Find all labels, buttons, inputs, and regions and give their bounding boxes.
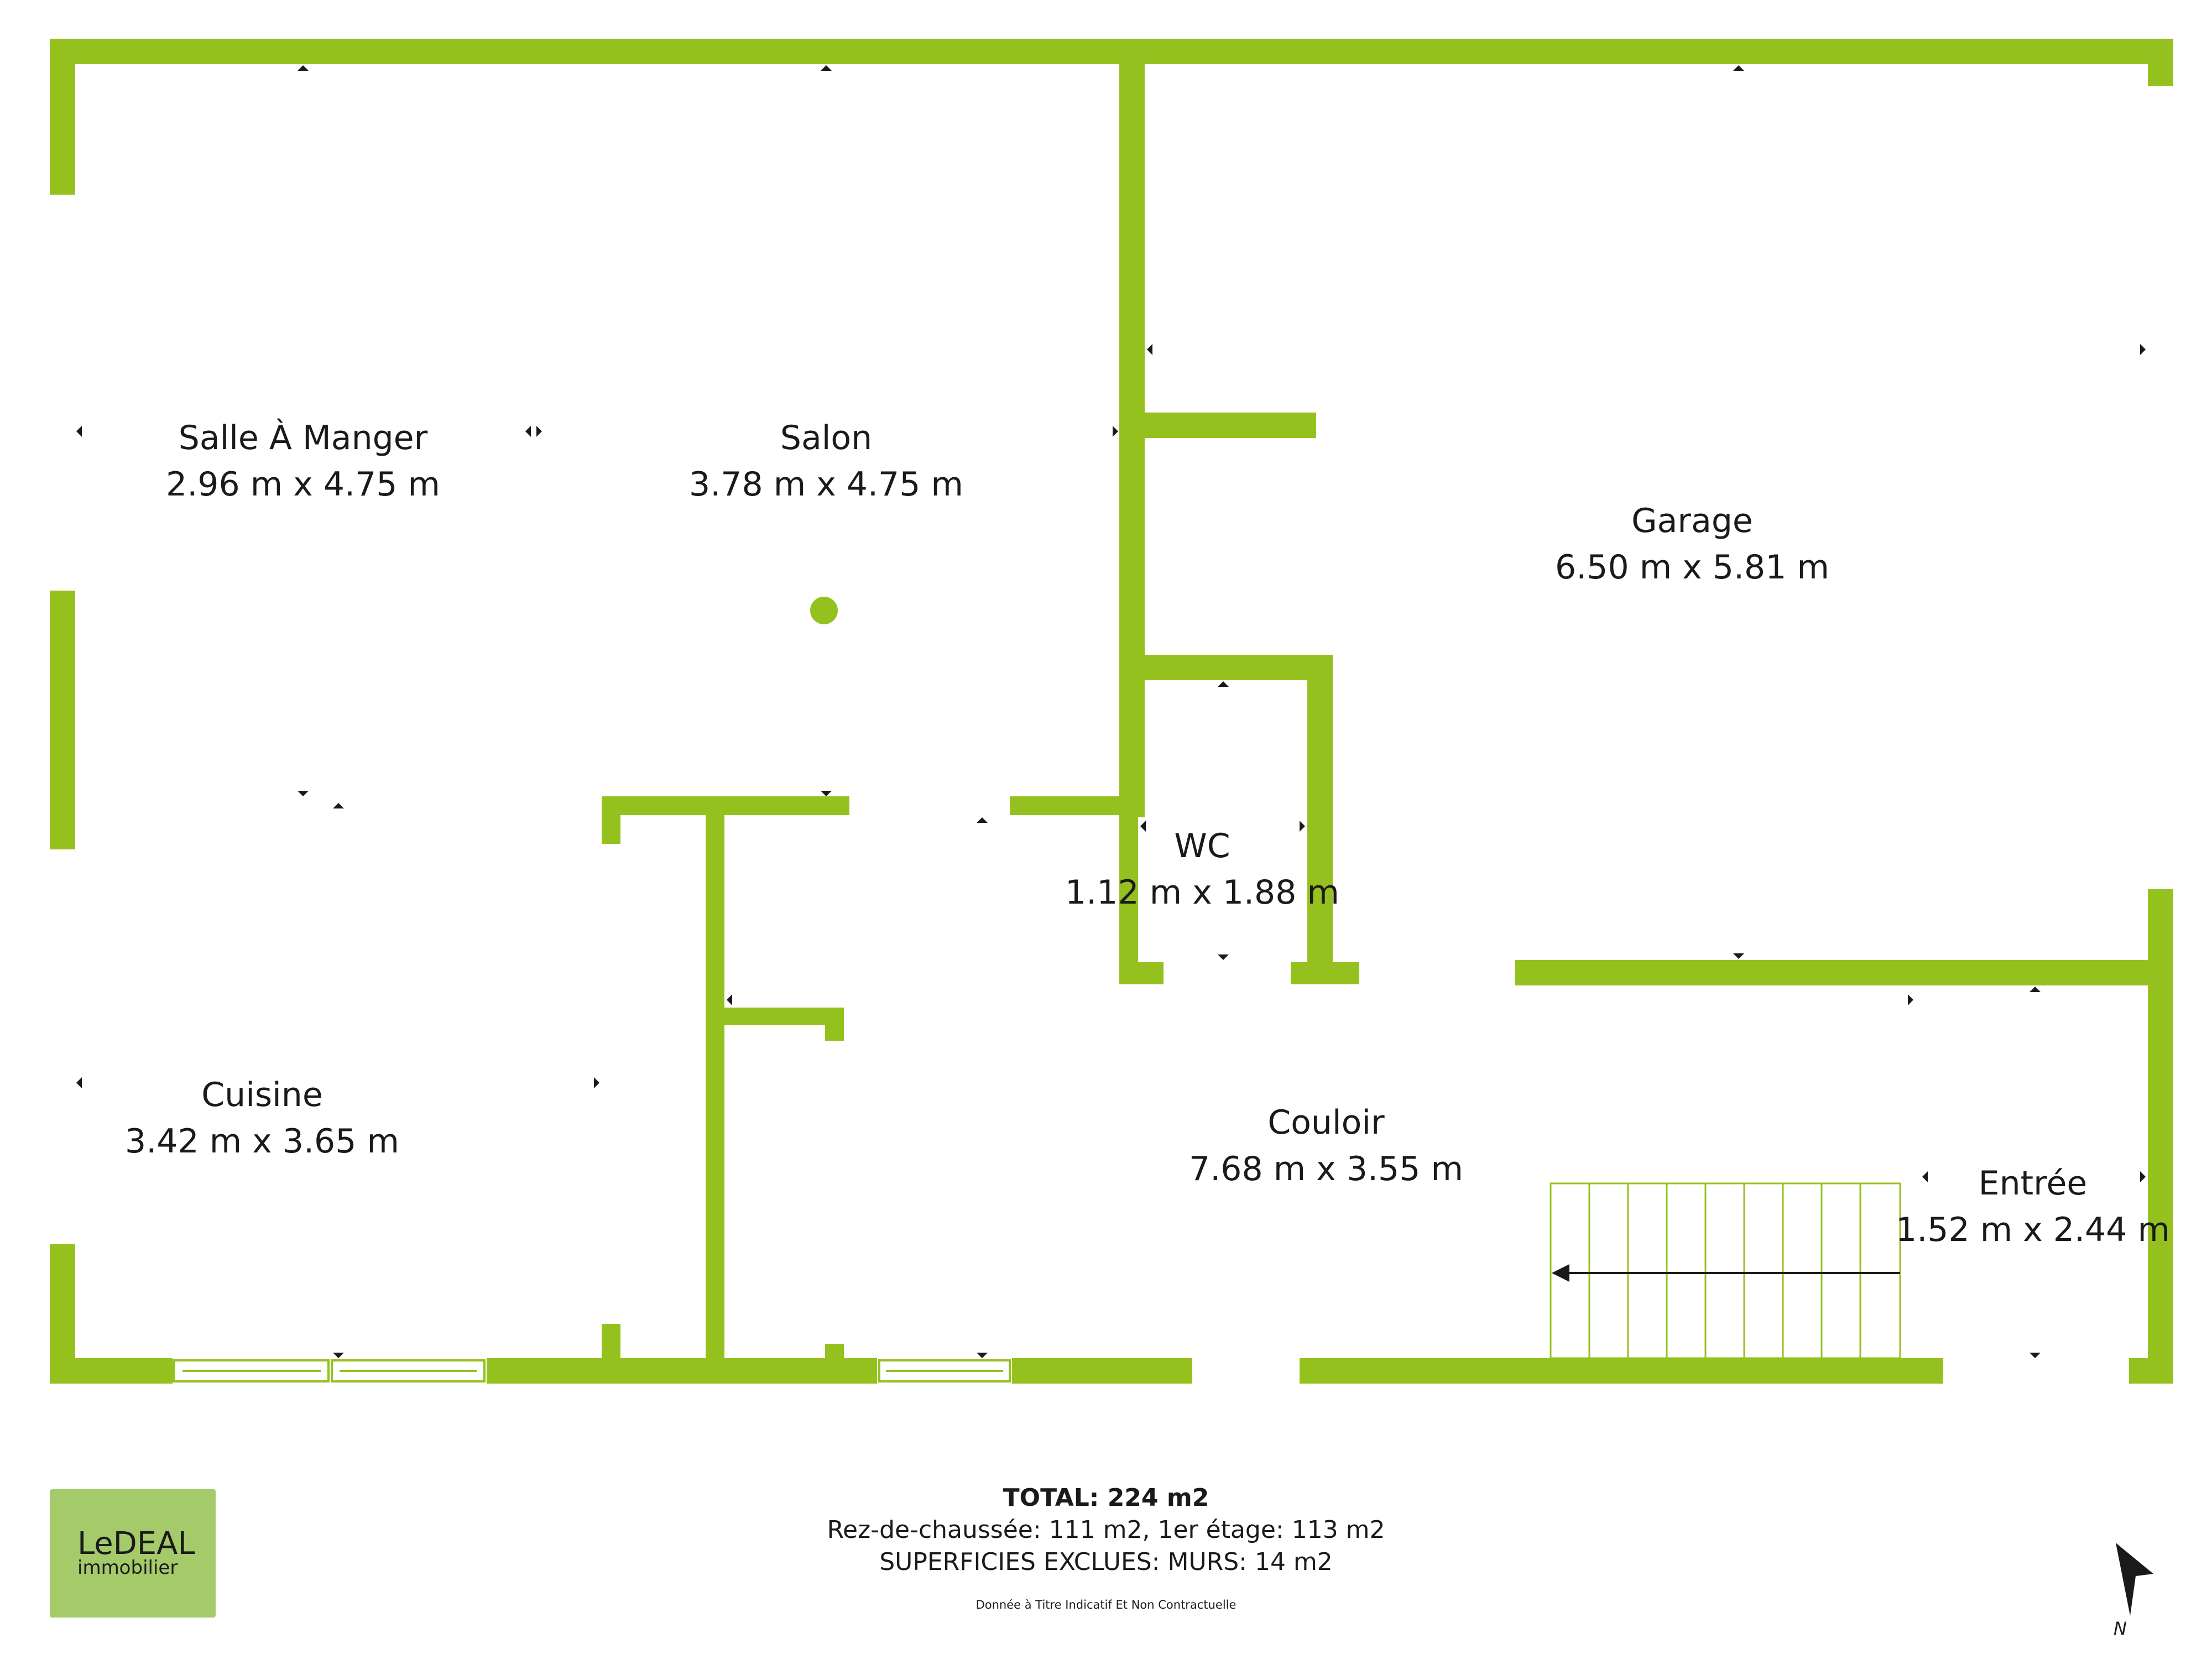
wall-cuisine-right-1: [602, 796, 620, 844]
room-name-wc: WC: [1174, 827, 1230, 865]
wall-bottom-3: [1012, 1358, 1192, 1384]
room-dims-entree: 1.52 m x 2.44 m: [1896, 1211, 2170, 1249]
walls: [50, 39, 2173, 1384]
wall-bottom-5: [2129, 1358, 2173, 1384]
staircase: [1550, 1182, 1901, 1359]
room-name-entree: Entrée: [1979, 1164, 2088, 1203]
window-cuisine-2: [331, 1359, 486, 1383]
disclaimer: Donnée à Titre Indicatif Et Non Contract…: [975, 1598, 1237, 1611]
wall-salon-bottom-1: [602, 796, 849, 815]
windows: [173, 1359, 1011, 1383]
room-dims-salon: 3.78 m x 4.75 m: [689, 465, 963, 504]
wall-wc-right: [1307, 655, 1333, 984]
wall-closet-right-2: [825, 1344, 844, 1383]
wall-garage-stub: [1119, 413, 1316, 438]
total-area: TOTAL: 224 m2: [1003, 1484, 1209, 1512]
area-summary: TOTAL: 224 m2 Rez-de-chaussée: 111 m2, 1…: [0, 1482, 2212, 1611]
wall-bottom-4: [1300, 1358, 1943, 1384]
room-dims-couloir: 7.68 m x 3.55 m: [1189, 1150, 1463, 1188]
wall-wc-bottom-1: [1119, 962, 1164, 984]
wall-bottom-2: [487, 1358, 877, 1384]
wall-wc-left: [1119, 655, 1138, 984]
dimension-markers: [76, 65, 2146, 1358]
logo: LeDEAL immobilier: [50, 1489, 216, 1618]
stair-arrow-icon: [1552, 1264, 1900, 1282]
wall-left-1: [50, 39, 75, 195]
window-cuisine-1: [173, 1359, 330, 1383]
room-dims-garage: 6.50 m x 5.81 m: [1555, 548, 1829, 587]
room-dims-salle-a-manger: 2.96 m x 4.75 m: [166, 465, 440, 504]
room-name-cuisine: Cuisine: [201, 1076, 322, 1114]
excluded-areas: SUPERFICIES EXCLUES: MURS: 14 m2: [879, 1548, 1333, 1576]
wall-closet-divider: [706, 807, 724, 1383]
compass: N: [2101, 1537, 2168, 1639]
room-name-garage: Garage: [1631, 502, 1753, 540]
wall-right-1: [2148, 39, 2173, 86]
column-marker: [810, 597, 838, 624]
wall-closet-shelf: [706, 1008, 844, 1025]
room-name-couloir: Couloir: [1267, 1103, 1385, 1142]
wall-cuisine-right-2: [602, 1324, 620, 1384]
wall-closet-right-1: [825, 1008, 844, 1041]
logo-sub: immobilier: [77, 1557, 178, 1579]
compass-label: N: [2114, 1618, 2127, 1639]
room-name-salle-a-manger: Salle À Manger: [179, 418, 428, 457]
room-dims-cuisine: 3.42 m x 3.65 m: [125, 1122, 399, 1161]
window-couloir: [878, 1359, 1011, 1383]
logo-brand: LeDEAL: [77, 1526, 195, 1562]
room-dims-wc: 1.12 m x 1.88 m: [1065, 873, 1339, 912]
wall-top: [50, 39, 2173, 64]
floor-areas: Rez-de-chaussée: 111 m2, 1er étage: 113 …: [827, 1516, 1385, 1544]
wall-garage-bottom: [1515, 960, 2173, 985]
wall-salon-bottom-2: [1010, 796, 1131, 815]
wall-left-2: [50, 591, 75, 849]
wall-wc-top: [1119, 655, 1333, 680]
wall-wc-bottom-2: [1291, 962, 1359, 984]
room-labels: Salle À Manger 2.96 m x 4.75 m Salon 3.7…: [125, 418, 2170, 1249]
wall-bottom-1: [50, 1358, 173, 1384]
north-arrow-icon: [2116, 1543, 2153, 1616]
room-name-salon: Salon: [780, 419, 872, 457]
